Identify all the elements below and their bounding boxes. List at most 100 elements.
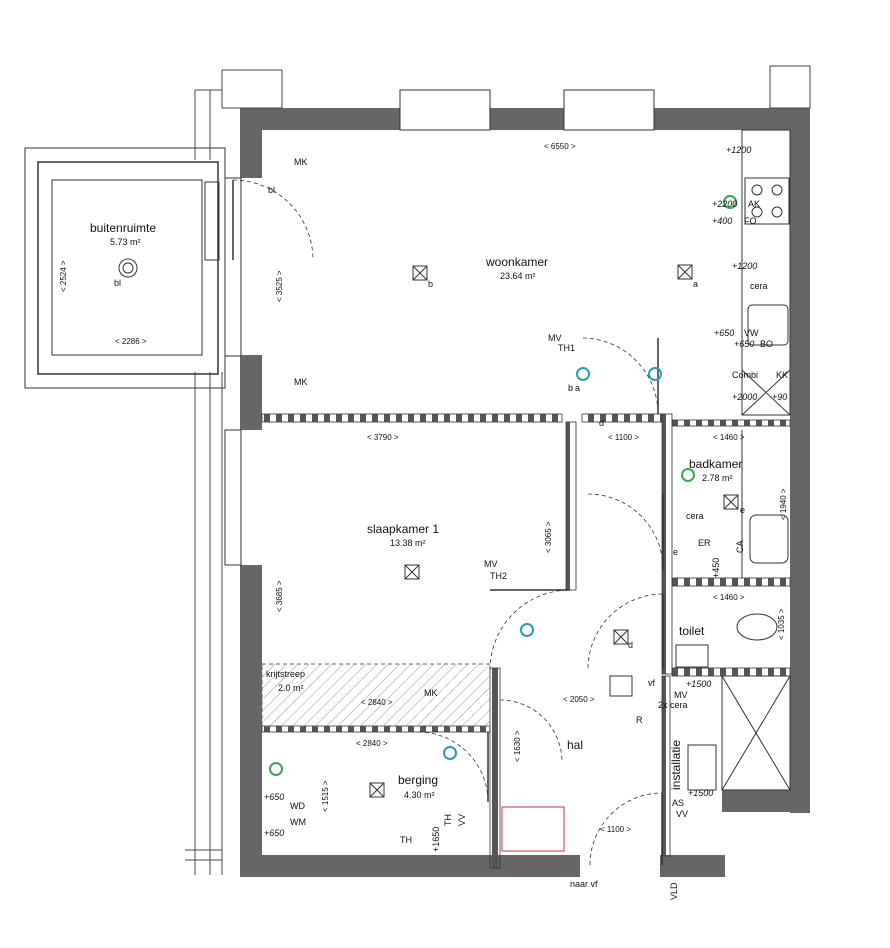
doors [232, 179, 664, 866]
light-points [118, 258, 739, 798]
tag-h1500b: +1500 [688, 788, 714, 798]
tag-wd: WD [290, 801, 305, 811]
kitchen-h2000: +2000 [732, 392, 758, 402]
kitchen-h1200b: +1200 [732, 261, 758, 271]
meter-box [501, 806, 565, 852]
room-area-berging: 4.30 m² [404, 790, 435, 800]
tag-d1: d [599, 418, 605, 428]
dim-toilet-v: < 1035 > [777, 608, 786, 640]
tag-b2: b [568, 383, 574, 393]
dim-slaapkamer-v2: < 3065 > [544, 521, 553, 553]
tag-d2: d [628, 640, 634, 650]
tag-e1: e [740, 505, 746, 515]
tag-h450: +450 [711, 557, 721, 578]
room-name-toilet: toilet [679, 624, 705, 638]
tag-cera2: cera [686, 511, 704, 521]
tag-h650d: +650 [264, 828, 285, 838]
tag-mk1: MK [294, 157, 308, 167]
room-area-slaapkamer: 13.38 m² [390, 538, 426, 548]
dim-buitenruimte-v: < 2524 > [59, 260, 68, 292]
dim-berging-v: < 1515 > [321, 780, 330, 812]
tag-a: a [693, 279, 699, 289]
dim-hal-v: < 1630 > [513, 730, 522, 762]
kitchen-h2200: +2200 [712, 199, 738, 209]
tag-wm: WM [290, 817, 306, 827]
windows [224, 89, 655, 566]
tag-mv1: MV [548, 333, 562, 343]
dim-berging-h: < 2840 > [356, 739, 388, 748]
tag-h1500a: +1500 [686, 679, 712, 689]
room-area-badkamer: 2.78 m² [702, 473, 733, 483]
tag-cera3: 2x cera [658, 700, 688, 710]
kitchen-h400: +400 [712, 216, 733, 226]
dim-buitenruimte-h: < 2286 > [115, 337, 147, 346]
sensors-green [269, 195, 737, 776]
sensors-blue [443, 367, 662, 760]
dim-hal-h: < 2050 > [563, 695, 595, 704]
tag-er: ER [698, 538, 711, 548]
kitchen-cera: cera [750, 281, 768, 291]
kitchen-kk: KK [776, 370, 789, 380]
kitchen-ak: AK [748, 199, 761, 209]
outer-walls [240, 108, 810, 877]
dim-badkamer-h: < 1460 > [713, 433, 745, 442]
kitchen-bo: BO [760, 339, 774, 349]
tag-naar-vf: naar vf [570, 879, 598, 889]
balcony [24, 147, 226, 389]
room-area-krijtstreep: 2.0 m² [278, 683, 304, 693]
kitchen-combi: Combi [732, 370, 759, 380]
tag-vld: VLD [669, 882, 679, 900]
tag-mv2: MV [484, 559, 498, 569]
dim-woonkamer-v: < 3525 > [275, 270, 284, 302]
dim-slaapkamer-h: < 3790 > [367, 433, 399, 442]
krijtstreep-area [261, 663, 491, 727]
tag-h650c: +650 [264, 792, 285, 802]
dim-hal-door1: < 1100 > [608, 433, 639, 442]
tag-vv2: VV [676, 809, 689, 819]
tag-e2: e [673, 547, 679, 557]
tag-mk3: MK [424, 688, 438, 698]
dim-slaapkamer-v: < 3685 > [275, 580, 284, 612]
tag-bl-buiten: bl [114, 278, 122, 288]
room-name-slaapkamer: slaapkamer 1 [367, 522, 440, 536]
tag-th3: TH [400, 835, 412, 845]
tag-a2: a [575, 383, 581, 393]
tag-b: b [428, 279, 434, 289]
tag-vf: vf [648, 678, 656, 688]
room-name-buitenruimte: buitenruimte [90, 221, 157, 235]
kitchen-h90: +90 [772, 392, 788, 402]
room-name-hal: hal [567, 738, 584, 752]
kitchen-h650a: +650 [714, 328, 735, 338]
dim-hal-door2: < 1100 > [600, 825, 631, 834]
kitchen-h1200a: +1200 [726, 145, 752, 155]
tag-vv1: VV [457, 813, 467, 826]
tag-bl1: bl [268, 185, 276, 195]
room-name-badkamer: badkamer [689, 457, 743, 471]
tag-th2: TH2 [490, 571, 508, 581]
room-name-berging: berging [398, 773, 439, 787]
room-name-installatie: installatie [669, 739, 683, 790]
kitchen-h650b: +650 [734, 339, 755, 349]
tag-r: R [636, 715, 643, 725]
dim-toilet-h: < 1460 > [713, 593, 745, 602]
kitchen-fo: FO [744, 216, 757, 226]
tag-mv3: MV [674, 690, 688, 700]
kitchen-counter [741, 129, 791, 416]
dim-krijtstreep-h: < 2840 > [361, 698, 393, 707]
dim-badkamer-v: < 1940 > [779, 488, 788, 520]
tag-th1: TH1 [558, 343, 576, 353]
room-area-buitenruimte: 5.73 m² [110, 237, 141, 247]
room-area-woonkamer: 23.64 m² [500, 271, 536, 281]
tag-ca: CA [735, 540, 745, 553]
room-name-krijtstreep: krijtstreep [266, 669, 306, 679]
door-leaves [232, 180, 664, 865]
tag-th4: TH [443, 814, 453, 826]
dim-woonkamer-h: < 6550 > [544, 142, 576, 151]
bath-fixtures [675, 430, 791, 791]
tag-h1650: +1650 [431, 826, 441, 852]
kitchen-vw: VW [744, 328, 759, 338]
tag-mk2: MK [294, 377, 308, 387]
tag-as: AS [672, 798, 685, 808]
room-name-woonkamer: woonkamer [486, 255, 549, 269]
